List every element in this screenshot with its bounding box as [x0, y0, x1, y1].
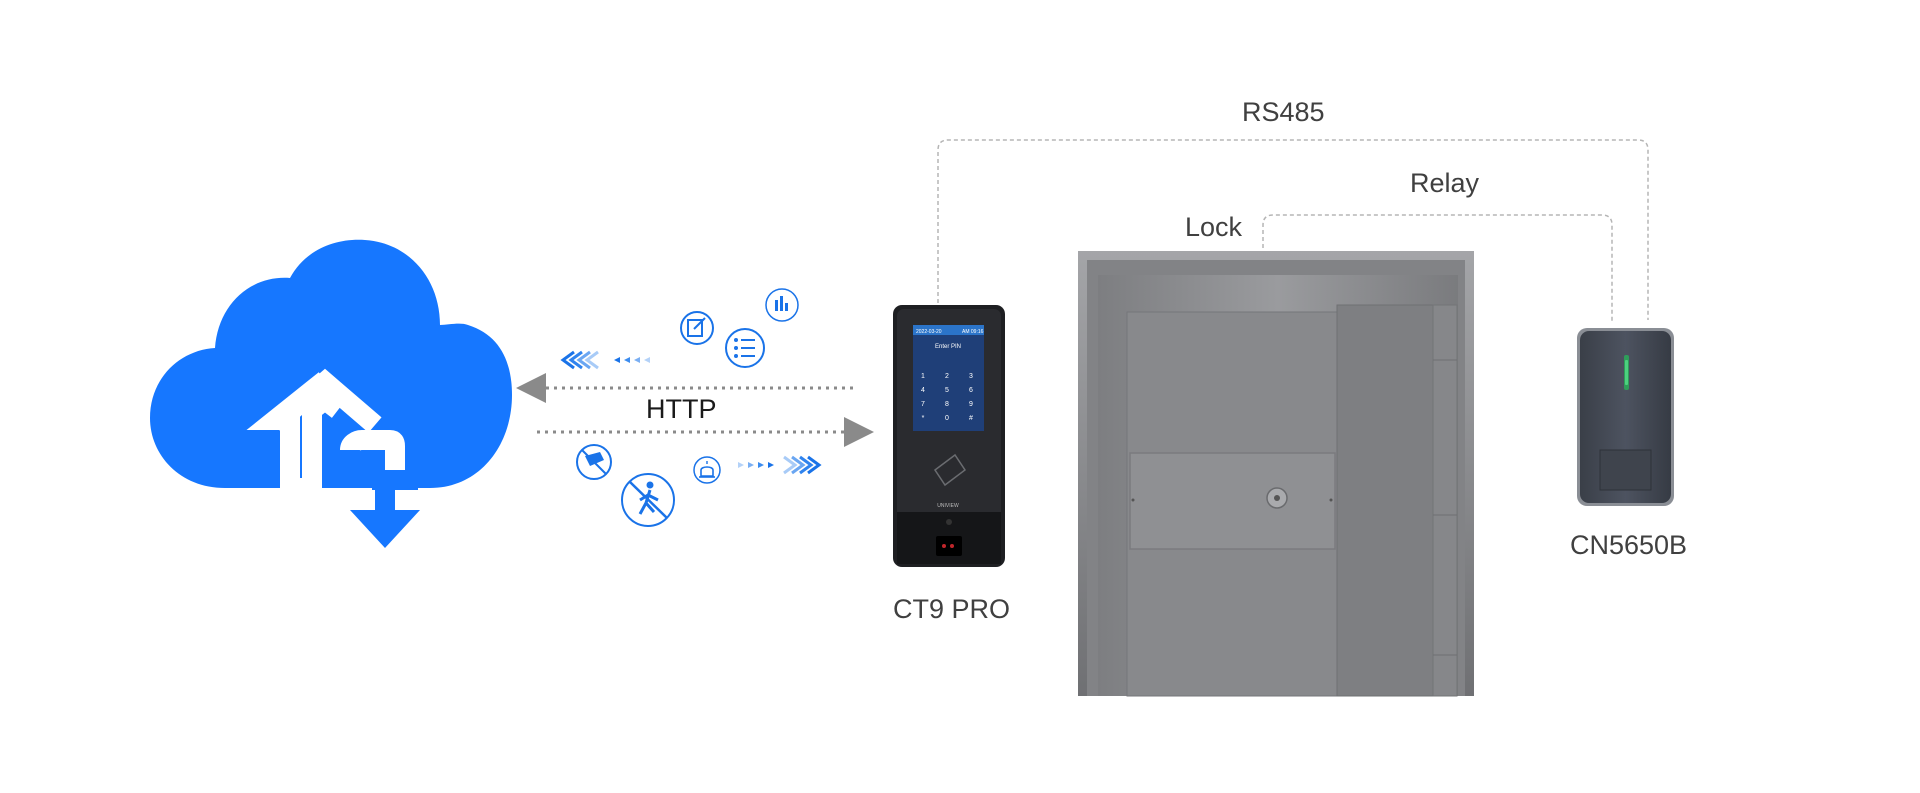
screen-time: AM 09:16: [962, 329, 984, 335]
screen-prompt: Enter PIN: [935, 344, 961, 350]
door: [1078, 251, 1474, 697]
http-label: HTTP: [646, 394, 717, 424]
keypad-key: *: [922, 415, 925, 422]
keypad-key: 5: [945, 387, 949, 394]
screen-date: 2022-03-20: [916, 329, 942, 335]
keypad-key: 3: [969, 373, 973, 380]
keypad-key: 2: [945, 373, 949, 380]
cn5650b-label: CN5650B: [1570, 530, 1688, 560]
no-pass-icon: [621, 473, 675, 527]
cloud-sync-icon: [150, 239, 512, 548]
keypad-key: 0: [945, 415, 949, 422]
lock-label: Lock: [1185, 212, 1243, 242]
device-screen: [913, 325, 984, 431]
alarm-icon: [693, 456, 721, 484]
keypad-key: 8: [945, 401, 949, 408]
screen-keypad: 1 2 3 4 5 6 7 8 9 * 0 #: [921, 373, 973, 422]
keypad-key: 7: [921, 401, 925, 408]
ct9pro-device: 2022-03-20 AM 09:16 Enter PIN 1 2 3 4 5 6 7 8 9 *…: [893, 305, 1005, 567]
keypad-key: 6: [969, 387, 973, 394]
edit-doc-icon: [680, 311, 714, 345]
list-icon: [725, 328, 765, 368]
ct9pro-label: CT9 PRO: [893, 594, 1011, 624]
keypad-key: 4: [921, 387, 925, 394]
cn5650b-reader: [1577, 328, 1674, 506]
relay-label: Relay: [1410, 168, 1480, 198]
keypad-key: 1: [921, 373, 925, 380]
chevrons-left-icon: [560, 350, 650, 370]
bar-chart-icon: [765, 288, 799, 322]
rs485-connector: [937, 139, 1649, 320]
device-brand: UNIVIEW: [937, 503, 959, 509]
no-tamper-icon: [576, 444, 612, 480]
relay-connector: [1262, 214, 1613, 322]
keypad-key: 9: [969, 401, 973, 408]
chevrons-right-icon: [738, 455, 822, 475]
rs485-label: RS485: [1242, 97, 1325, 127]
keypad-key: #: [969, 415, 973, 422]
